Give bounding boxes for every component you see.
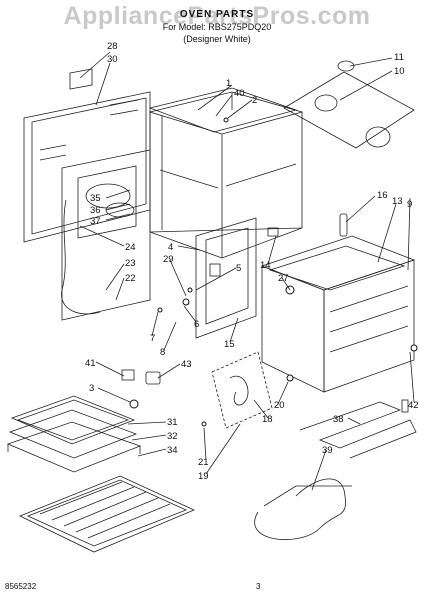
broil-pan: [6, 395, 142, 473]
callout-16: 16: [377, 190, 388, 201]
callout-41: 41: [85, 358, 96, 369]
oven-frame: [148, 91, 304, 259]
model-color: (Designer White): [183, 34, 251, 44]
callout-9: 9: [407, 199, 412, 210]
oven-liner: [260, 213, 416, 393]
callout-10: 10: [394, 66, 405, 77]
callout-34: 34: [167, 445, 178, 456]
callout-labels: 28 30 11 10 1 40 2 16 13 9 35 36 37 24 4…: [85, 41, 419, 482]
callout-13: 13: [392, 196, 403, 207]
callout-39: 39: [322, 445, 333, 456]
model-number: For Model: RBS275PDQ20: [162, 22, 272, 32]
callout-4: 4: [168, 242, 173, 253]
callout-1: 1: [226, 78, 231, 89]
callout-24: 24: [125, 242, 136, 253]
callout-35: 35: [90, 193, 101, 204]
bake-element: [299, 399, 417, 459]
callout-22: 22: [125, 273, 136, 284]
callout-7: 7: [150, 333, 155, 344]
callout-3: 3: [89, 383, 94, 394]
callout-27: 27: [278, 273, 289, 284]
document-code: 8565232: [5, 582, 37, 591]
callout-19: 19: [198, 471, 209, 482]
oven-rack: [19, 475, 195, 553]
callout-18: 18: [262, 414, 273, 425]
light-assembly: [283, 60, 415, 149]
back-panel: [23, 68, 151, 243]
diagram-title: OVEN PARTS: [179, 9, 255, 20]
callout-11: 11: [394, 52, 404, 63]
callout-38: 38: [333, 414, 344, 425]
broil-element: [254, 478, 352, 541]
callout-21: 21: [198, 457, 209, 468]
callout-23: 23: [125, 258, 136, 269]
callout-29: 29: [163, 254, 174, 265]
callout-20: 20: [274, 400, 285, 411]
side-panel: [61, 149, 151, 321]
callout-36: 36: [90, 205, 101, 216]
callout-37: 37: [90, 216, 101, 227]
callout-32: 32: [167, 431, 178, 442]
leader-lines: [79, 51, 415, 491]
callout-31: 31: [167, 417, 178, 428]
bracket-box: [211, 351, 273, 429]
callout-43: 43: [181, 359, 192, 370]
callout-5: 5: [236, 263, 241, 274]
callout-8: 8: [160, 347, 165, 358]
callout-42: 42: [408, 400, 419, 411]
front-frame: [195, 217, 257, 339]
callout-40: 40: [234, 88, 245, 99]
watermark-logo: AppliancePartsPros.com: [63, 2, 371, 30]
callout-15: 15: [224, 339, 235, 350]
callout-30: 30: [107, 54, 118, 65]
callout-6: 6: [194, 319, 199, 330]
callout-28: 28: [107, 41, 118, 52]
page-number: 3: [256, 582, 261, 591]
callout-14: 14: [260, 260, 271, 271]
small-parts: [121, 117, 418, 427]
callout-2: 2: [252, 95, 257, 106]
